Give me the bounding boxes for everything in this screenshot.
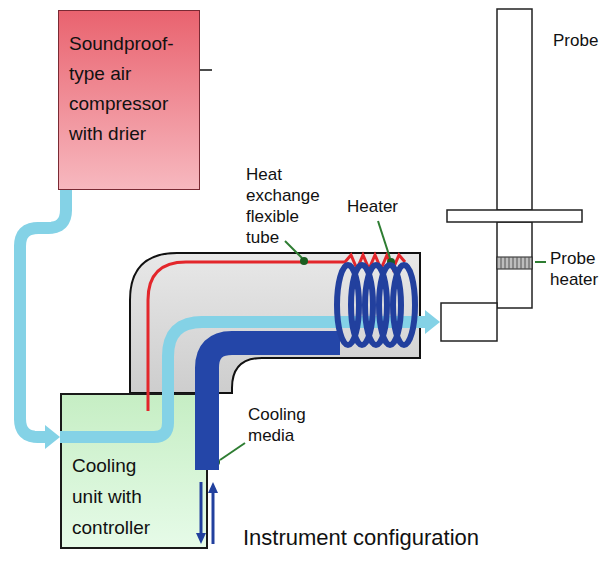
probe-holder <box>441 303 497 341</box>
flow-arrow <box>200 482 203 535</box>
compressor-box: Soundproof-type air compressor with drie… <box>58 10 200 190</box>
air-line <box>60 393 168 437</box>
arrow-head <box>425 310 440 334</box>
node-label: Probe <box>553 30 598 51</box>
diagram-caption: Instrument configuration <box>243 525 479 551</box>
tick-line <box>200 69 212 71</box>
probe-drawing <box>440 8 583 344</box>
hatch-line <box>513 257 514 269</box>
part-label: Heater <box>347 196 417 217</box>
probe-flange <box>447 210 582 222</box>
hatch-line <box>529 257 530 269</box>
flow-arrow-head <box>208 482 218 493</box>
hatch-line <box>509 257 510 269</box>
leader-dot <box>300 257 308 265</box>
flow-arrow-head <box>196 533 206 544</box>
probe-heater-band <box>497 257 532 269</box>
hatch-line <box>517 257 518 269</box>
part-label: Heat exchange flexible tube <box>246 164 332 248</box>
node-label: Cooling unit with controller <box>72 450 172 543</box>
hatch-line <box>525 257 526 269</box>
hatch-line <box>521 257 522 269</box>
leader-line <box>220 443 245 460</box>
part-label: Cooling media <box>248 404 328 446</box>
part-label: Probe heater <box>550 248 606 290</box>
probe-assembly: Probe <box>440 8 583 344</box>
flow-arrow <box>212 491 215 544</box>
cooling-media-band <box>195 393 219 470</box>
cooling-media-band <box>207 343 340 393</box>
hatch-line <box>505 257 506 269</box>
probe-stem <box>497 9 532 210</box>
probe-lower-stem <box>497 222 532 308</box>
heater-wire <box>147 393 150 411</box>
coil-loop <box>393 265 415 345</box>
hatch-line <box>501 257 502 269</box>
leader-line <box>378 221 390 258</box>
leader-line <box>285 241 302 258</box>
cooling-unit-box: Cooling unit with controller <box>60 393 208 549</box>
leader-line <box>535 261 546 263</box>
node-label: Soundproof-type air compressor with drie… <box>69 29 191 149</box>
arrow-head <box>45 425 60 449</box>
